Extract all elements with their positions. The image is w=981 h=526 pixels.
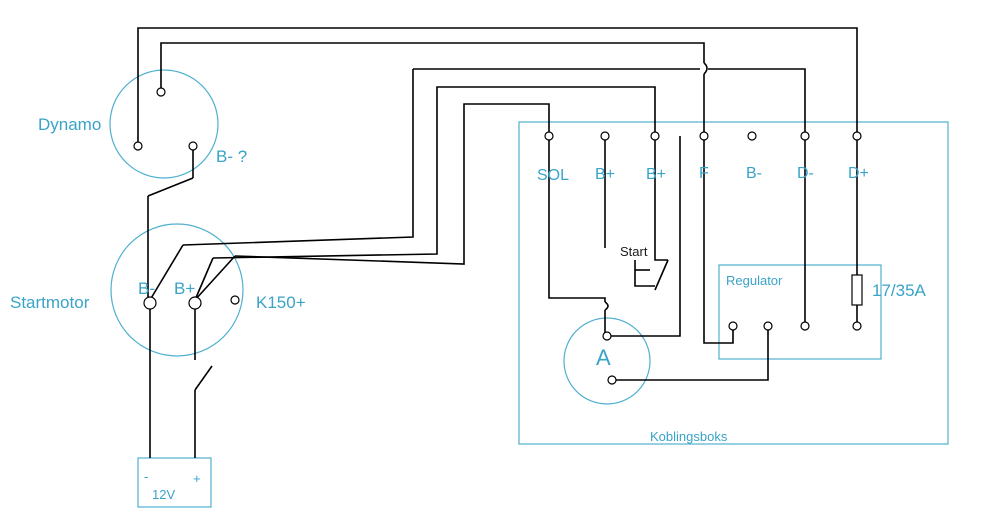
startmotor-label: Startmotor	[10, 293, 90, 312]
junction-terminal-bplus2-label: B+	[646, 166, 667, 183]
terminal-bminus	[747, 131, 757, 141]
ammeter-terminal-bottom	[607, 375, 617, 385]
start-switch-label: Start	[620, 244, 648, 259]
terminal-bplus-2	[650, 131, 660, 141]
startmotor-terminal-bminus	[143, 296, 157, 310]
startmotor-terminal-bplus-label: B+	[174, 279, 196, 298]
fuse	[851, 274, 863, 306]
regulator-terminal-4	[852, 321, 862, 331]
startmotor-terminal-k150	[230, 295, 240, 305]
terminal-dplus	[852, 131, 862, 141]
junction-terminal-sol-label: SOL	[537, 167, 570, 184]
regulator-terminal-2	[763, 321, 773, 331]
junction-box-outline	[518, 121, 949, 445]
ammeter-terminal-top	[602, 331, 612, 341]
ammeter-circle	[563, 317, 651, 405]
regulator-terminal-1	[728, 321, 738, 331]
startmotor-terminal-k150-label: K150+	[256, 293, 306, 312]
junction-terminal-bminus-label: B-	[746, 165, 762, 182]
junction-terminal-f-label: F	[699, 165, 709, 182]
regulator-label: Regulator	[726, 273, 783, 288]
startmotor-circle	[110, 223, 244, 357]
terminal-sol	[544, 131, 554, 141]
dynamo-bminus-label: B- ?	[216, 147, 248, 166]
terminal-bplus-1	[600, 131, 610, 141]
regulator-outline	[718, 264, 882, 360]
startmotor-terminal-bminus-label: B-	[138, 279, 155, 298]
dynamo-label: Dynamo	[38, 115, 102, 134]
terminal-dminus	[800, 131, 810, 141]
startmotor-terminal-bplus	[188, 296, 202, 310]
fuse-label: 17/35A	[872, 281, 926, 300]
battery-outline	[137, 457, 212, 508]
battery-pos-label: +	[193, 471, 201, 486]
dynamo-terminal-top	[156, 87, 166, 97]
regulator-terminal-3	[800, 321, 810, 331]
junction-terminal-bplus1-label: B+	[595, 166, 616, 183]
dynamo-terminal-bminus	[188, 141, 198, 151]
ammeter-label: A	[596, 345, 611, 370]
junction-terminal-dplus-label: D+	[848, 165, 869, 182]
wire-dynamo-to-dplus	[137, 27, 858, 146]
junction-box-label: Koblingsboks	[650, 429, 728, 444]
battery-voltage-label: 12V	[152, 487, 176, 502]
wire-dynamo-to-dminus	[160, 42, 705, 92]
terminal-f	[699, 131, 709, 141]
wire-startmotor-to-bplus	[182, 69, 414, 246]
dynamo-circle	[109, 69, 219, 179]
battery-neg-label: -	[144, 469, 149, 484]
dynamo-terminal-left	[133, 141, 143, 151]
junction-terminal-dminus-label: D-	[797, 165, 814, 182]
